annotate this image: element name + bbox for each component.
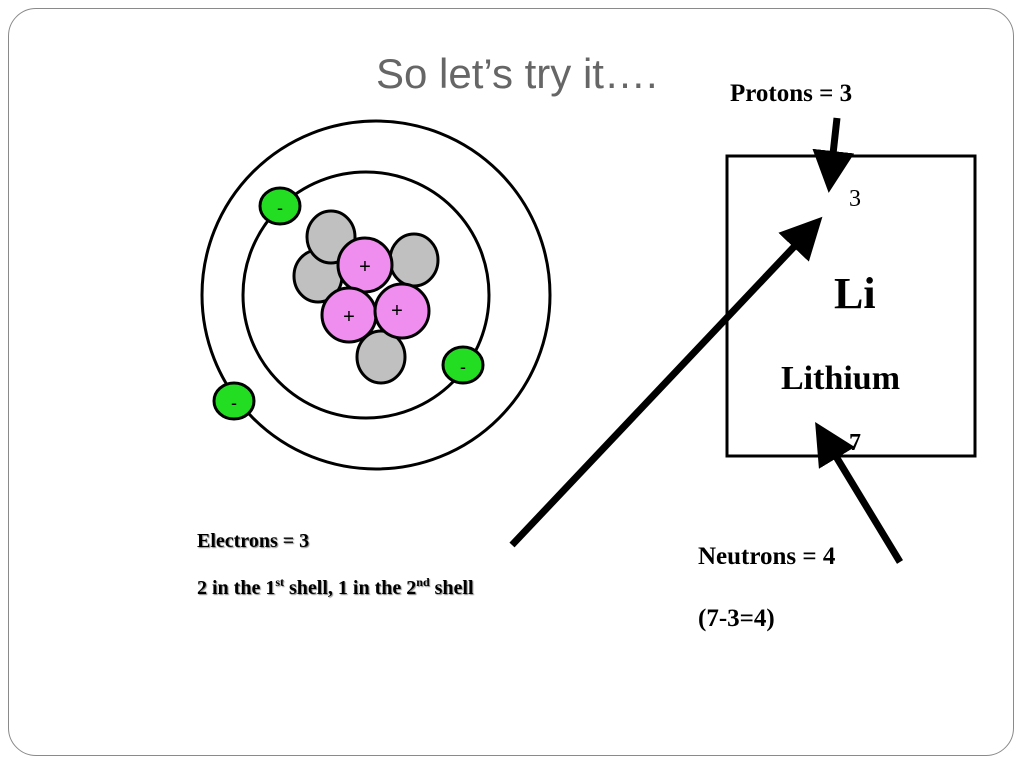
electrons-arrow — [509, 216, 823, 548]
proton-sign: + — [359, 256, 371, 278]
protons-arrow — [812, 117, 855, 193]
protons-label: Protons = 3 — [730, 80, 853, 107]
proton-sign: + — [391, 300, 403, 322]
neutrons-arrow — [815, 422, 903, 564]
proton: + — [320, 286, 378, 344]
electron-sign: - — [277, 198, 283, 218]
outer-shell — [200, 119, 552, 471]
electron: - — [212, 381, 256, 421]
mass-number: 7 — [849, 430, 861, 456]
electron: - — [258, 186, 302, 226]
slide-frame — [8, 8, 1014, 756]
electron-sign: - — [460, 357, 466, 377]
electron-sign: - — [231, 393, 237, 413]
neutrons-calculation: (7-3=4) — [698, 605, 775, 632]
proton-sign: + — [343, 306, 355, 328]
neutrons-label: Neutrons = 4 — [698, 543, 836, 570]
element-name: Lithium — [781, 360, 901, 397]
neutron — [355, 329, 407, 385]
slide-title: So let’s try it…. — [376, 50, 658, 97]
neutron — [388, 232, 440, 288]
shells-sup-1: st — [275, 575, 285, 589]
shells-text-2: shell, 1 in the 2 — [284, 577, 417, 599]
proton: + — [336, 236, 394, 294]
shells-text-1: 2 in the 1 — [197, 577, 276, 599]
element-symbol: Li — [834, 269, 876, 318]
shells-label: 2 in the 1st shell, 1 in the 2nd shell — [197, 575, 474, 600]
inner-shell — [241, 170, 491, 420]
electrons-label: Electrons = 3 — [197, 530, 310, 552]
electron: - — [441, 345, 485, 385]
shells-sup-2: nd — [416, 575, 430, 589]
atomic-number: 3 — [849, 186, 861, 212]
proton: + — [373, 282, 431, 340]
shells-text-3: shell — [429, 577, 474, 599]
